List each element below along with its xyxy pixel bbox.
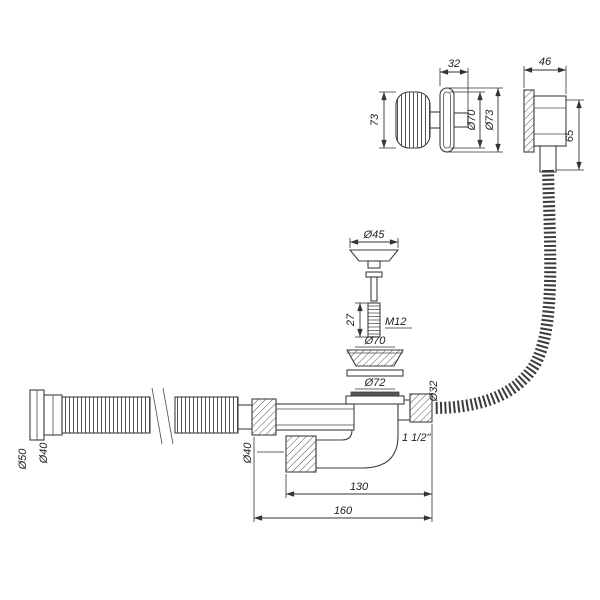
threaded-stem: [367, 302, 381, 338]
hose-tail: [237, 404, 253, 430]
drain-flange: [346, 349, 404, 367]
dim-label-hose-d50: Ø50: [17, 448, 29, 471]
dim-label-overflow-d32: Ø32: [428, 381, 440, 403]
dim-label-thread: M12: [385, 316, 406, 328]
hose-segment-1: [61, 396, 151, 434]
rod-shaft: [370, 276, 378, 302]
dim-label-thread-length: 27: [345, 313, 357, 327]
dim-label-outlet-thread: 1 1/2": [402, 432, 431, 444]
overflow-outlet-stub: [539, 145, 557, 173]
dim-label-body-width: 46: [539, 56, 552, 68]
dim-label-disc-d73: Ø73: [484, 109, 496, 132]
inlet-pipe: [275, 403, 355, 431]
plug-cap: [348, 249, 400, 262]
hose-segment-2: [174, 396, 239, 434]
overflow-disc-outer: [439, 87, 455, 153]
dim-label-disc-d70: Ø70: [466, 109, 478, 132]
overflow-housing: [533, 95, 567, 147]
dim-label-hose-d40: Ø40: [38, 442, 50, 465]
dim-label-outlet-d40: Ø40: [242, 442, 254, 465]
dim-label-body-height: 65: [564, 129, 576, 142]
dim-label-160: 160: [334, 505, 353, 517]
rod-head: [365, 271, 383, 278]
washer: [346, 369, 404, 377]
overflow-flange-plate: [523, 89, 535, 153]
dim-label-cap-width: 32: [448, 58, 460, 70]
dim-label-flange-d70: Ø70: [364, 335, 387, 347]
overflow-knob: [395, 91, 431, 149]
overflow-union-nut: [409, 393, 433, 423]
flexible-hose: Ø50 Ø40: [17, 387, 253, 471]
overflow-cable: [433, 169, 557, 414]
inlet-union-nut: [251, 398, 277, 436]
overflow-assembly: 73 32 Ø70 Ø73 46 65: [369, 56, 584, 173]
dim-label-plug-cap: Ø45: [363, 229, 386, 241]
disc-shaft: [453, 112, 469, 128]
dim-label-gasket-d72: Ø72: [364, 377, 386, 389]
drain-plug-assembly: Ø45 27 M12 Ø70 Ø72: [345, 229, 412, 398]
dim-label-knob-height: 73: [369, 113, 381, 126]
siphon-body: Ø40 Ø40 1 1/2" Ø32 130 160: [238, 381, 440, 522]
dim-label-130: 130: [350, 481, 369, 493]
outlet-union-nut: [285, 435, 317, 473]
knob-stem: [429, 111, 441, 129]
tee-rim: [345, 395, 405, 405]
plug-cap-stem: [367, 260, 381, 269]
overflow-disc-inner: [443, 91, 451, 149]
